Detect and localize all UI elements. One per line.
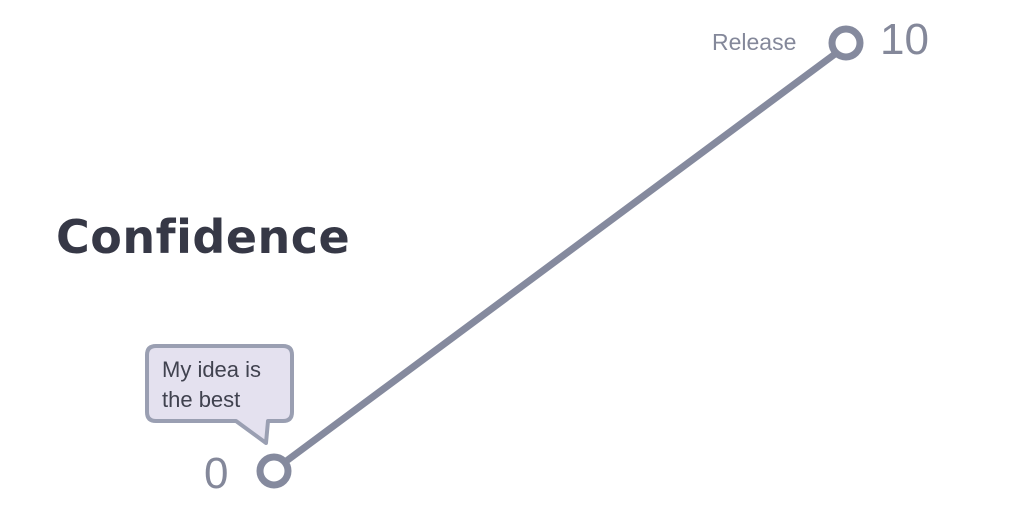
scale-start-value: 0 [204, 449, 229, 498]
confidence-line [281, 50, 839, 466]
speech-bubble-line-2: the best [162, 387, 241, 412]
scale-end-value: 10 [880, 15, 929, 64]
end-node [828, 25, 864, 61]
speech-bubble-text: My idea is the best [162, 355, 284, 415]
diagram-title: Confidence [56, 210, 351, 264]
speech-bubble [145, 344, 294, 445]
speech-bubble-line-1: My idea is [162, 357, 262, 382]
release-label: Release [712, 29, 797, 55]
start-node [256, 453, 292, 489]
